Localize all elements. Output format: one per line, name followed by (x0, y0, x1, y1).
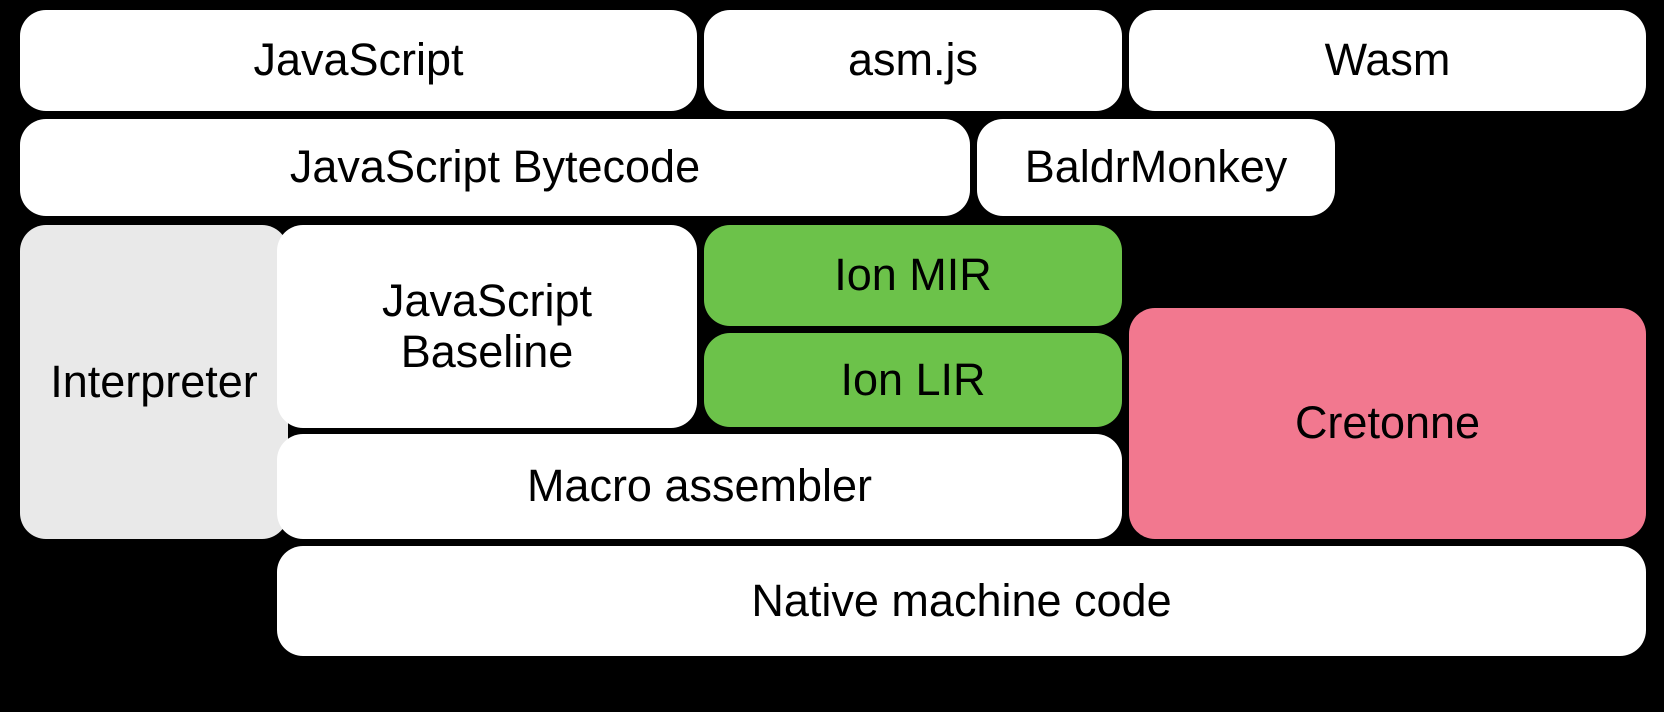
node-native-machine-code: Native machine code (277, 546, 1646, 656)
node-javascript-bytecode: JavaScript Bytecode (20, 119, 970, 216)
node-wasm: Wasm (1129, 10, 1646, 111)
node-javascript-baseline: JavaScript Baseline (277, 225, 697, 428)
node-ion-lir: Ion LIR (704, 333, 1122, 427)
node-ion-mir: Ion MIR (704, 225, 1122, 326)
node-cretonne: Cretonne (1129, 308, 1646, 539)
node-javascript: JavaScript (20, 10, 697, 111)
node-interpreter: Interpreter (20, 225, 288, 539)
node-asm-js: asm.js (704, 10, 1122, 111)
node-baldrmonkey: BaldrMonkey (977, 119, 1335, 216)
node-macro-assembler: Macro assembler (277, 434, 1122, 539)
